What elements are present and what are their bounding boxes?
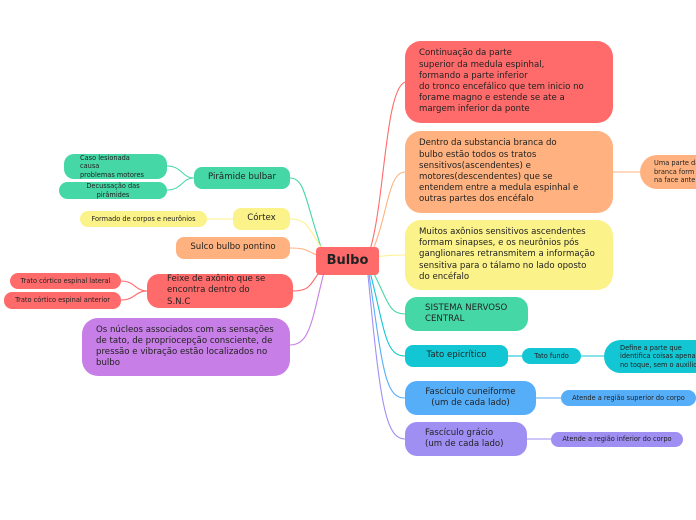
- subtopic-define-parte[interactable]: Define a parte que identifica coisas ape…: [604, 340, 696, 373]
- topic-fasciculo-gracio[interactable]: Fascículo grácio (um de cada lado): [405, 422, 527, 456]
- subtopic-decussacao[interactable]: Decussação das pirâmides: [59, 182, 167, 199]
- subtopic-regiao-superior[interactable]: Atende a região superior do corpo: [561, 390, 696, 406]
- subtopic-parte-branca[interactable]: Uma parte da branca form na face ante: [640, 155, 696, 189]
- topic-feixe-axonio[interactable]: Feixe de axônio que se encontra dentro d…: [147, 274, 293, 308]
- central-topic-bulbo[interactable]: Bulbo: [316, 247, 379, 275]
- topic-nucleos-associados[interactable]: Os núcleos associados com as sensações d…: [82, 318, 290, 376]
- subtopic-regiao-inferior[interactable]: Atende a região inferior do corpo: [551, 432, 683, 447]
- subtopic-trato-lateral[interactable]: Trato córtico espinal lateral: [10, 273, 121, 289]
- topic-tato-epicritico[interactable]: Tato epicrítico: [405, 345, 508, 367]
- topic-fasciculo-cuneiforme[interactable]: Fascículo cuneiforme (um de cada lado): [405, 381, 536, 415]
- subtopic-formado-corpos[interactable]: Formado de corpos e neurônios: [80, 211, 207, 227]
- subtopic-tato-fundo[interactable]: Tato fundo: [522, 348, 581, 364]
- topic-continuacao[interactable]: Continuação da parte superior da medula …: [405, 41, 613, 123]
- topic-piramide-bulbar[interactable]: Pirâmide bulbar: [194, 167, 290, 189]
- topic-sistema-nervoso-central[interactable]: SISTEMA NERVOSO CENTRAL: [405, 297, 528, 331]
- topic-axonios-sensitivos[interactable]: Muitos axônios sensitivos ascendentes fo…: [405, 220, 613, 290]
- topic-cortex[interactable]: Córtex: [233, 208, 290, 230]
- topic-sulco-bulbo-pontino[interactable]: Sulco bulbo pontino: [176, 237, 290, 259]
- topic-substancia-branca[interactable]: Dentro da substancia branca do bulbo est…: [405, 131, 613, 213]
- subtopic-trato-anterior[interactable]: Trato córtico espinal anterior: [4, 292, 121, 309]
- subtopic-caso-lesionada[interactable]: Caso lesionada causa problemas motores: [64, 154, 167, 179]
